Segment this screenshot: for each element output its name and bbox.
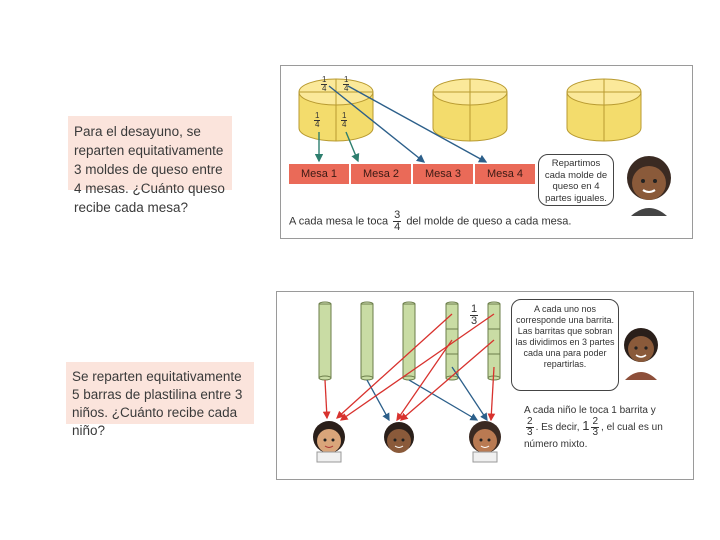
- speech-bubble-clay: A cada uno nos corresponde una barrita. …: [511, 299, 619, 391]
- boy-icon: [624, 328, 658, 380]
- clay-illustration: [313, 301, 658, 463]
- girl-child-1: [313, 421, 345, 463]
- clay-bar-1: [318, 301, 332, 381]
- clay-bar-2: [360, 301, 374, 381]
- cheese-wheel-1: [298, 78, 374, 142]
- cheese-illustration: [298, 78, 642, 163]
- table-label-4: Mesa 4: [475, 164, 535, 184]
- question-clay: Se reparten equitativamente 5 barras de …: [66, 362, 254, 438]
- table-label-3: Mesa 3: [413, 164, 473, 184]
- boy-child-2: [384, 422, 414, 453]
- table-label-2: Mesa 2: [351, 164, 411, 184]
- speech-bubble-cheese: Repartimos cada molde de queso en 4 part…: [538, 154, 614, 206]
- clay-bar-3: [402, 301, 416, 381]
- table-label-1: Mesa 1: [289, 164, 349, 184]
- question-cheese: Para el desayuno, se reparten equitativa…: [68, 116, 232, 215]
- cheese-wheel-2: [432, 78, 508, 142]
- boy-icon: [627, 156, 671, 216]
- cheese-wheel-3: [566, 78, 642, 142]
- girl-child-3: [469, 421, 501, 463]
